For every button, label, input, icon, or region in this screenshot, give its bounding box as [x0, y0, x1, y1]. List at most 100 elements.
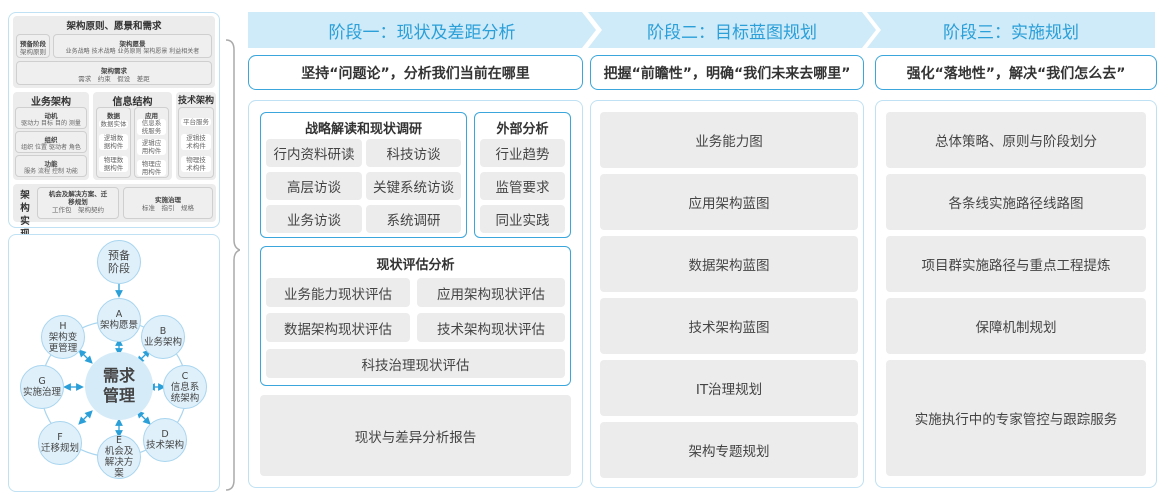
phase-label: 技术架构 — [145, 440, 184, 451]
phase-label: 架构愿景 — [99, 320, 138, 331]
governance-title: 实施治理 — [155, 196, 181, 204]
stage-2-item: 技术架构蓝图 — [600, 298, 858, 354]
biz-group-title: 功能 — [44, 160, 58, 168]
stage-2-item: 架构专题规划 — [600, 422, 858, 478]
biz-group: 动机驱动力 目标 目的 测量 — [15, 107, 87, 129]
biz-group-title: 组织 — [44, 136, 58, 144]
opportunity-items: 工作包 架构契约 — [52, 206, 104, 214]
phase-label: 业务架构 — [143, 337, 182, 348]
architecture-content-panel: 架构原则、愿景和需求 预备阶段 架构原则 架构愿景 业务战略 技术战略 业务原则… — [8, 12, 220, 240]
stage-3-item: 项目群实施路径与重点工程提炼 — [886, 236, 1146, 292]
technology-architecture: 技术架构 平台服务 逻辑技术构件 物理技术构件 — [176, 92, 216, 180]
stage-1-content — [248, 100, 583, 488]
stage-2-subtitle: 把握“前瞻性”，明确“我们未来去哪里” — [590, 55, 864, 90]
tech-title: 技术架构 — [177, 96, 214, 106]
tech-item: 物理技术构件 — [181, 156, 211, 172]
assessment-item: 数据架构现状评估 — [266, 313, 410, 342]
phase-label: 信息系统架构 — [170, 381, 200, 404]
prep-box: 预备阶段 架构原则 — [16, 34, 50, 58]
strategy-item: 关键系统访谈 — [366, 172, 461, 200]
business-title: 业务架构 — [31, 97, 71, 108]
tech-item: 平台服务 — [181, 118, 211, 126]
phase-letter: E — [115, 435, 122, 446]
business-architecture: 业务架构 动机驱动力 目标 目的 测量 组织组织 位置 驱动者 角色 功能服务 … — [13, 92, 89, 180]
strategy-item: 高层访谈 — [266, 172, 362, 200]
stage-2-item: 应用架构蓝图 — [600, 174, 858, 230]
app-item: 物理应用构件 — [137, 160, 166, 176]
phase-label: 机会及解决方案 — [104, 446, 134, 479]
external-title: 外部分析 — [496, 122, 549, 137]
principles-section: 架构原则、愿景和需求 预备阶段 架构原则 架构愿景 业务战略 技术战略 业务原则… — [13, 16, 215, 88]
requirements-box: 架构需求 需求 约束 假设 差距 — [16, 61, 212, 85]
data-item: 逻辑数据构件 — [99, 134, 128, 150]
data-title: 数据 — [107, 112, 120, 120]
prep-title: 预备阶段 — [20, 40, 46, 48]
requirements-items: 需求 约束 假设 差距 — [78, 75, 150, 83]
biz-group-items: 驱动力 目标 目的 测量 — [21, 120, 81, 127]
assessment-item: 科技治理现状评估 — [266, 349, 565, 378]
stage-3-item: 各条线实施路径线路图 — [886, 174, 1146, 230]
opportunity-box: 机会及解决方案、迁移规划 工作包 架构契约 — [37, 187, 119, 219]
governance-box: 实施治理 标准 指引 规格 — [123, 187, 213, 219]
phase-label: 架构变更管理 — [48, 331, 78, 354]
governance-items: 标准 指引 规格 — [142, 204, 194, 212]
stage-3-subtitle: 强化“落地性”，解决“我们怎么去” — [875, 55, 1157, 90]
prep-items: 架构原则 — [20, 48, 46, 56]
phase-label: 迁移规划 — [40, 443, 79, 454]
adm-center-requirements[interactable]: 需求管理 — [85, 352, 153, 420]
vision-box: 架构愿景 业务战略 技术战略 业务原则 架构愿景 利益相关者 — [53, 34, 212, 58]
opportunity-title: 机会及解决方案、迁移规划 — [48, 190, 108, 206]
app-title: 应用 — [145, 112, 158, 120]
assessment-item: 技术架构现状评估 — [417, 313, 565, 342]
assessment-item: 应用架构现状评估 — [417, 278, 565, 307]
biz-group-items: 组织 位置 驱动者 角色 — [21, 144, 81, 151]
stage-1-subtitle: 坚持“问题论”，分析我们当前在哪里 — [248, 55, 583, 90]
external-item: 同业实践 — [480, 205, 565, 233]
external-item: 行业趋势 — [480, 139, 565, 167]
biz-group: 功能服务 流程 控制 功能 — [15, 155, 87, 177]
strategy-item: 科技访谈 — [366, 139, 461, 167]
adm-prep[interactable]: 预备阶段 — [97, 240, 141, 284]
phase-letter: B — [159, 326, 167, 337]
biz-group-title: 动机 — [44, 112, 58, 120]
principles-title: 架构原则、愿景和需求 — [66, 21, 162, 32]
stage-2-item: IT治理规划 — [600, 360, 858, 416]
biz-group-items: 服务 流程 控制 功能 — [24, 168, 78, 175]
stage-3-content — [875, 100, 1157, 488]
info-title: 信息结构 — [112, 97, 153, 108]
vision-items: 业务战略 技术战略 业务原则 架构愿景 利益相关者 — [65, 48, 200, 55]
gap-analysis-report: 现状与差异分析报告 — [260, 395, 571, 476]
stage-2-header: 阶段二：目标蓝图规划 — [588, 12, 876, 48]
strategy-research-box: 战略解读和现状调研 — [260, 112, 467, 238]
stage-3-item: 保障机制规划 — [886, 298, 1146, 354]
data-box: 数据 数据实体 逻辑数据构件 物理数据构件 — [96, 107, 131, 178]
data-item: 物理数据构件 — [99, 156, 128, 172]
stage-2-item: 数据架构蓝图 — [600, 236, 858, 292]
app-item: 逻辑应用构件 — [137, 139, 166, 155]
information-structure: 信息结构 数据 数据实体 逻辑数据构件 物理数据构件 应用 信息系统服务 逻辑应… — [93, 92, 172, 180]
arrow-f — [78, 410, 93, 425]
bracket — [225, 39, 240, 491]
assessment-box: 现状评估分析 — [260, 246, 571, 386]
assessment-item: 业务能力现状评估 — [266, 278, 410, 307]
strategy-item: 行内资料研读 — [266, 139, 362, 167]
app-item: 信息系统服务 — [137, 119, 166, 135]
external-item: 监管要求 — [480, 172, 565, 200]
phase-letter: H — [59, 320, 67, 332]
phase-letter: A — [115, 309, 123, 320]
stage-2-item: 业务能力图 — [600, 112, 858, 168]
strategy-item: 系统调研 — [366, 205, 461, 233]
phase-letter: G — [38, 376, 46, 387]
phase-label: 实施治理 — [22, 387, 61, 398]
architecture-implementation: 架构实现 机会及解决方案、迁移规划 工作包 架构契约 实施治理 标准 指引 规格 — [13, 184, 216, 240]
requirements-title: 架构需求 — [101, 67, 127, 75]
arrow-h — [78, 349, 93, 364]
